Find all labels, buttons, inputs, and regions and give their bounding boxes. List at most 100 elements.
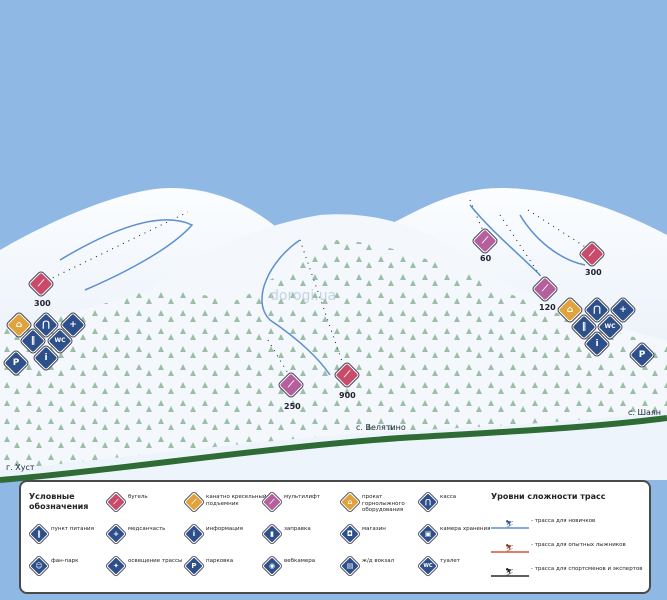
ticket-office-icon: ⋂ (593, 305, 601, 315)
lift-lines (41, 199, 591, 381)
legend-item-railway: ▤ ж/д вокзал (340, 556, 420, 576)
legend-item-ski-rental: ⌂ прокат горнолыжного оборудования (340, 492, 420, 513)
toilet-icon: WC (54, 337, 66, 344)
ski-rental-icon: ⌂ (340, 492, 360, 512)
multilift-icon: ⟋ (287, 380, 295, 390)
legend-label: медсанчасть (128, 526, 166, 532)
legend-label: парковка (206, 558, 234, 564)
railway-station-icon: ▤ (340, 556, 360, 576)
ski-rental-icon: ⌂ (15, 320, 23, 330)
toilet-icon: WC (418, 556, 438, 576)
first-aid-icon: + (69, 320, 77, 330)
lift-length-right-300: 300 (585, 268, 602, 277)
legend-label: бугель (128, 494, 148, 500)
lift-length-right-60: 60 (480, 254, 492, 263)
legend-label: камера хранения (440, 526, 491, 532)
parking-icon: P (184, 556, 204, 576)
food-icon: ‖ (30, 336, 36, 346)
legend-item-webcam: ◉ вебкамера (262, 556, 342, 576)
level-experienced-line-icon: ⛷ (491, 543, 529, 553)
svg-text:⛷: ⛷ (505, 567, 514, 576)
t-bar-lift-icon: ⟋ (106, 492, 126, 512)
legend-item-fun-park: ☺ фан-парк (29, 556, 109, 576)
legend-label: касса (440, 494, 457, 500)
multilift-icon: ⟋ (481, 236, 489, 246)
shop-icon: ◘ (340, 524, 360, 544)
lift-length-left: 300 (34, 299, 51, 308)
level-expert-line-icon: ⛷ (491, 567, 529, 577)
ticket-office-icon: ⋂ (42, 320, 50, 330)
legend-label: канатно кресельный подъемник (206, 494, 267, 507)
legend-label: магазин (362, 526, 386, 532)
legend-item-storage: ▣ камера хранения (418, 524, 490, 544)
food-icon: ‖ (581, 322, 587, 332)
legend-item-chairlift: ⟋ канатно кресельный подъемник (184, 492, 266, 512)
legend-panel: Условные обозначения ⟋ бугель ⟋ канатно … (19, 480, 651, 594)
level-beginner: ⛷ - трасса для новичков (491, 516, 641, 529)
chairlift-icon: ⟋ (184, 492, 204, 512)
level-beginner-line-icon: ⛷ (491, 519, 529, 529)
t-bar-lift-icon: ⟋ (343, 370, 351, 380)
ski-rental-icon: ⌂ (566, 305, 574, 315)
legend-item-shop: ◘ магазин (340, 524, 420, 544)
village-hust-label: г. Хуст (6, 463, 35, 472)
parking-icon: P (638, 350, 646, 360)
legend-label: туалет (440, 558, 460, 564)
legend-label: освещение трассы (128, 558, 183, 564)
watermark: dorogi.ua (270, 288, 337, 304)
levels-title: Уровни сложности трасс (491, 492, 606, 501)
parking-icon: P (12, 358, 20, 368)
legend-label: прокат горнолыжного оборудования (362, 494, 405, 513)
svg-text:⛷: ⛷ (505, 519, 514, 528)
legend-label: мультилифт (284, 494, 320, 500)
legend-item-toilet: WC туалет (418, 556, 478, 576)
legend-item-first-aid: + медсанчасть (106, 524, 186, 544)
legend-item-ticket-office: ⋂ касса (418, 492, 478, 512)
village-shayan-label: с. Шаян (628, 408, 661, 417)
legend-label: ж/д вокзал (362, 558, 395, 564)
lift-length-center-900: 900 (339, 391, 356, 400)
info-icon: i (184, 524, 204, 544)
multilift-icon: ⟋ (262, 492, 282, 512)
webcam-icon: ◉ (262, 556, 282, 576)
fun-park-icon: ☺ (29, 556, 49, 576)
legend-item-t-bar: ⟋ бугель (106, 492, 186, 512)
level-label: - трасса для спортсменов и экспертов (531, 566, 643, 572)
forest (0, 240, 667, 480)
level-experienced: ⛷ - трасса для опытных лыжников (491, 540, 641, 553)
village-velyatino-label: с. Велятино (356, 423, 406, 432)
storage-icon: ▣ (418, 524, 438, 544)
toilet-icon: WC (604, 323, 616, 330)
food-icon: ‖ (29, 524, 49, 544)
first-aid-icon: + (106, 524, 126, 544)
svg-text:⛷: ⛷ (505, 543, 514, 552)
legend-item-info: i информация (184, 524, 264, 544)
info-icon: i (44, 353, 48, 363)
legend-label: пункт питания (51, 526, 94, 532)
legend-item-food: ‖ пункт питания (29, 524, 109, 544)
level-label: - трасса для новичков (531, 518, 596, 524)
legend-title: Условные обозначения (29, 492, 89, 511)
gas-station-icon: ▮ (262, 524, 282, 544)
multilift-icon: ⟋ (541, 284, 549, 294)
legend-item-parking: P парковка (184, 556, 264, 576)
legend-item-slope-lighting: ✦ освещение трассы (106, 556, 186, 576)
legend-label: заправка (284, 526, 311, 532)
first-aid-icon: + (619, 305, 627, 315)
level-label: - трасса для опытных лыжников (531, 542, 626, 548)
slope-lighting-icon: ✦ (106, 556, 126, 576)
legend-label: фан-парк (51, 558, 79, 564)
pistes (59, 204, 586, 376)
legend-label: вебкамера (284, 558, 316, 564)
legend-item-gas-station: ▮ заправка (262, 524, 342, 544)
legend-item-multilift: ⟋ мультилифт (262, 492, 342, 512)
lift-length-center-250: 250 (284, 402, 301, 411)
t-bar-lift-icon: ⟋ (588, 249, 596, 259)
legend-label: информация (206, 526, 243, 532)
t-bar-lift-icon: ⟋ (37, 279, 45, 289)
lift-length-right-120: 120 (539, 303, 556, 312)
road (0, 415, 667, 483)
ticket-office-icon: ⋂ (418, 492, 438, 512)
level-expert: ⛷ - трасса для спортсменов и экспертов (491, 564, 643, 577)
info-icon: i (595, 339, 599, 349)
